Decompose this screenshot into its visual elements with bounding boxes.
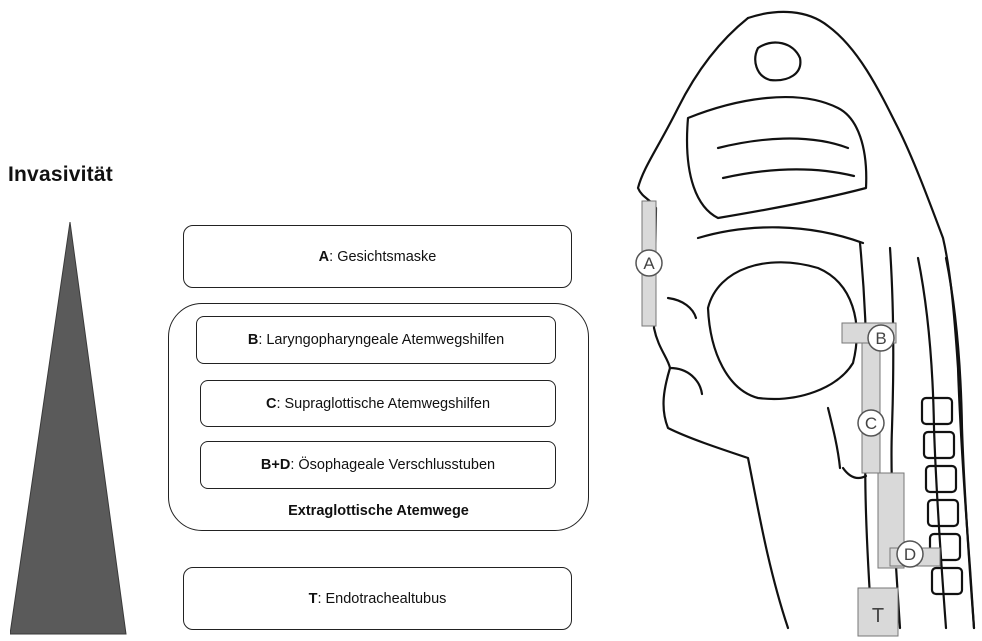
box-face-mask: A: Gesichtsmaske [183, 225, 572, 288]
head-sagittal-illustration: A B C D T [628, 8, 978, 638]
box-esophageal: B+D: Ösophageale Verschlusstuben [200, 441, 556, 489]
marker-t: T [872, 605, 884, 627]
box-supraglottic: C: Supraglottische Atemwegshilfen [200, 380, 556, 427]
box-text: : Endotrachealtubus [317, 591, 446, 607]
group-label: Extraglottische Atemwege [169, 503, 588, 519]
marker-b: B [875, 329, 886, 348]
box-code: B+D [261, 457, 290, 473]
marker-a: A [643, 254, 655, 273]
box-text: : Gesichtsmaske [329, 249, 436, 265]
box-text: : Laryngopharyngeale Atemwegshilfen [258, 332, 504, 348]
marker-c: C [865, 414, 877, 433]
invasiveness-triangle [10, 222, 130, 636]
invasiveness-title: Invasivität [8, 163, 113, 187]
box-code: C [266, 396, 276, 412]
box-code: A [319, 249, 329, 265]
marker-d: D [904, 545, 916, 564]
sinus [755, 43, 800, 81]
box-code: B [248, 332, 258, 348]
box-endotracheal: T: Endotrachealtubus [183, 567, 572, 630]
box-text: : Supraglottische Atemwegshilfen [276, 396, 490, 412]
box-laryngopharyngeal: B: Laryngopharyngeale Atemwegshilfen [196, 316, 556, 364]
nasal-cavity [687, 97, 866, 218]
box-text: : Ösophageale Verschlusstuben [290, 457, 495, 473]
tongue [708, 262, 857, 399]
